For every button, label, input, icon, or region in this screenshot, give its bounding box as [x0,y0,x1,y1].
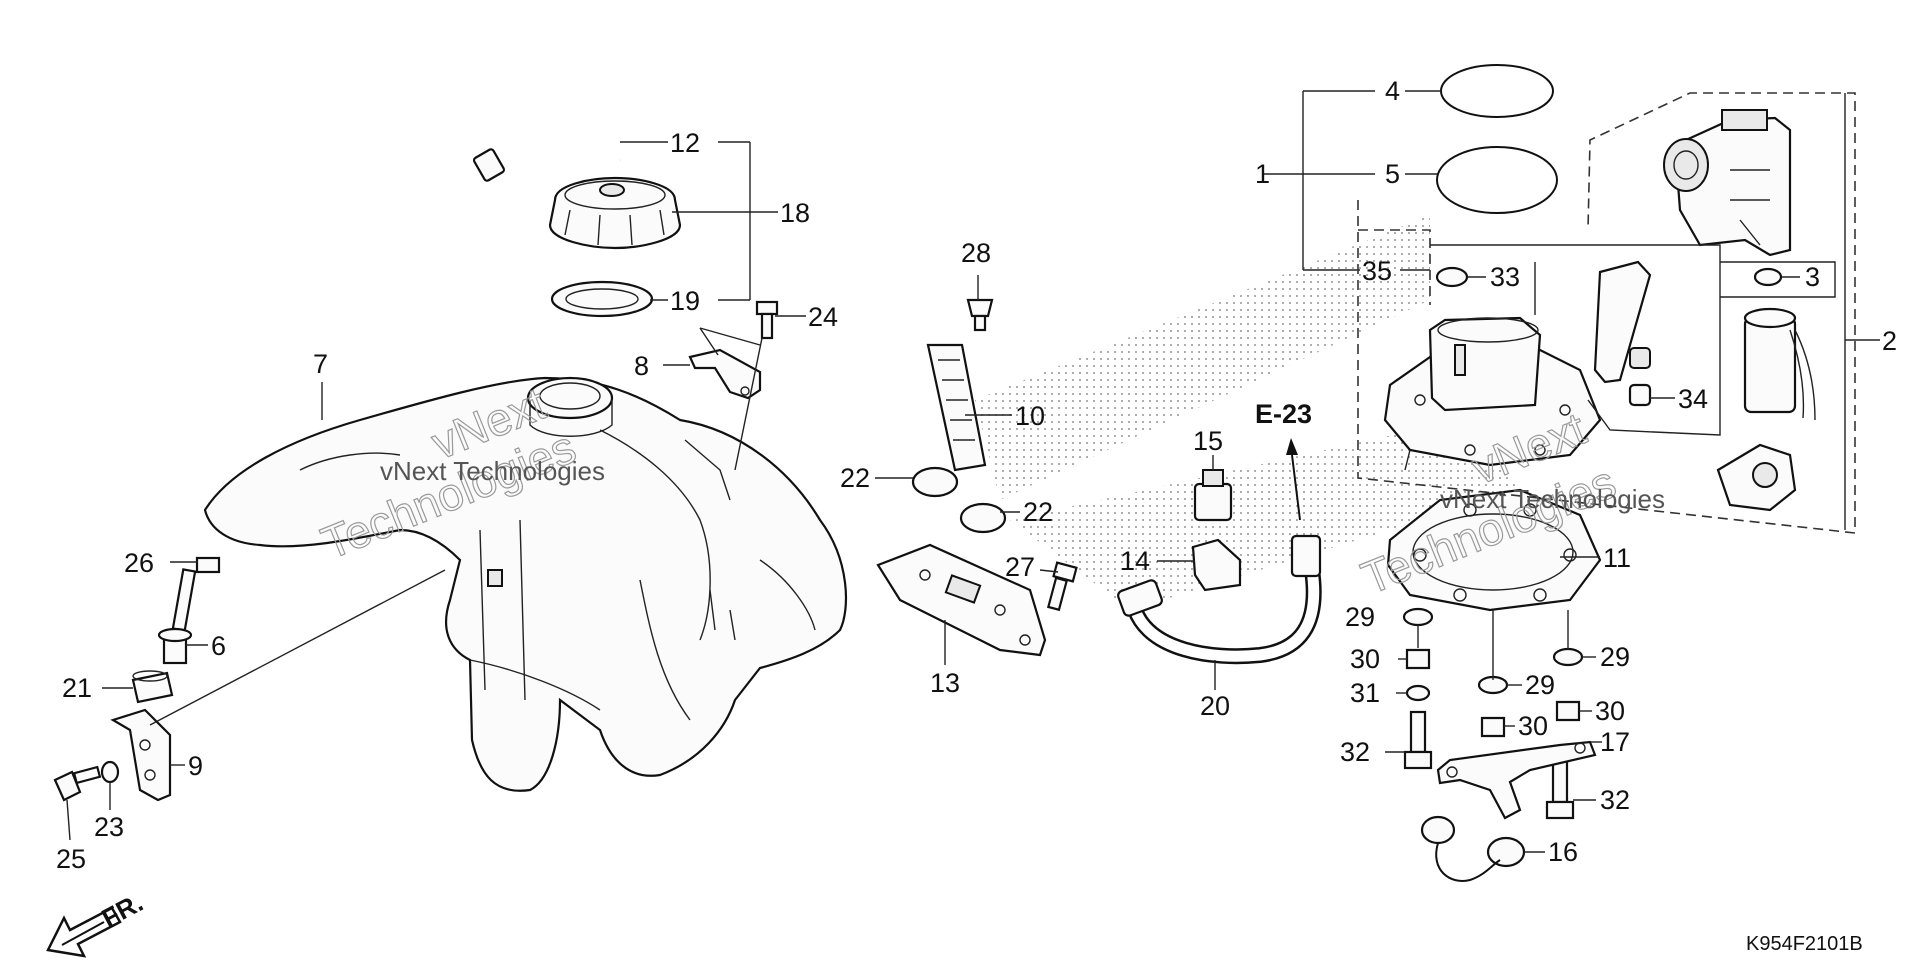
rubber-cap-lower [959,502,1007,534]
callout-4: 4 [1385,76,1400,106]
washer-29-left [1402,607,1434,627]
fuel-hose [1117,534,1322,665]
reference-label: E-23 [1255,399,1312,429]
callout-labels: 4 1 5 35 33 3 2 34 11 29 29 29 30 30 30 … [56,76,1897,874]
callout-18: 18 [780,198,810,228]
fuel-pump-unit [1663,109,1792,257]
callout-32-left: 32 [1340,737,1370,767]
mount-bracket-9 [110,708,172,802]
callout-5: 5 [1385,159,1400,189]
diagram-code: K954F2101B [1746,933,1863,955]
nut-30-right [1555,700,1581,722]
bolt-25 [53,765,102,802]
bolt-24 [755,300,779,340]
tank-bracket [688,348,762,400]
breather-tube [472,101,624,182]
tank-cover [876,543,1047,657]
seal-3 [1753,267,1783,287]
callout-32-right: 32 [1600,785,1630,815]
callout-13: 13 [930,668,960,698]
fuel-cap [548,176,682,250]
callout-10: 10 [1015,401,1045,431]
callout-8: 8 [634,351,649,381]
callout-22-lower: 22 [1023,497,1053,527]
callout-17: 17 [1600,727,1630,757]
dotted-connection-regions [975,215,1520,610]
bolt-27 [1046,561,1078,612]
callout-29-right: 29 [1600,642,1630,672]
pump-gasket [1386,488,1602,612]
callout-27: 27 [1005,552,1035,582]
retaining-strap [1420,815,1526,882]
callout-24: 24 [808,302,838,332]
callout-25: 25 [56,844,86,874]
washer-29-right [1552,647,1584,667]
watermark-caption-left: vNext Technologies [380,456,605,486]
rubber-cap-upper [911,466,959,498]
clip-15 [1193,469,1233,522]
washer-31 [1405,684,1431,702]
callout-30-right: 30 [1595,696,1625,726]
callout-20: 20 [1200,691,1230,721]
callout-15: 15 [1193,426,1223,456]
clip-28 [966,298,994,332]
callout-7: 7 [313,349,328,379]
bolt-26 [171,556,221,632]
nut-30-center [1480,716,1506,738]
callout-6: 6 [211,631,226,661]
callout-14: 14 [1120,546,1150,576]
callout-29-center: 29 [1525,670,1555,700]
pump-stay [1436,740,1597,820]
callout-9: 9 [188,751,203,781]
pump-assembly-outline [1357,92,1856,534]
callout-21: 21 [62,673,92,703]
fuel-tank [203,376,848,792]
callout-23: 23 [94,812,124,842]
bolt-32-left [1403,710,1433,770]
o-ring-4 [1440,64,1554,118]
o-ring-5 [1436,146,1558,214]
callout-34: 34 [1678,384,1708,414]
fuel-gauge-sender [1593,260,1652,384]
pump-base-plate [1383,316,1602,471]
callout-35: 35 [1362,256,1392,286]
pump-filter [1716,443,1797,512]
callout-12: 12 [670,128,700,158]
watermark-caption-right: vNext Technologies [1440,484,1665,514]
callout-29-left: 29 [1345,602,1375,632]
connector-34 [1628,383,1652,407]
callout-33: 33 [1490,262,1520,292]
nut-30-left [1405,648,1431,670]
callout-3: 3 [1805,262,1820,292]
callout-22-upper: 22 [840,463,870,493]
leader-lines [66,90,1880,853]
callout-1: 1 [1255,159,1270,189]
washer-23 [100,760,120,784]
rubber-mount-21 [131,670,174,704]
callout-11: 11 [1603,543,1631,573]
callout-2: 2 [1882,326,1897,356]
callout-30-left: 30 [1350,644,1380,674]
clip-14 [1191,538,1242,592]
callout-19: 19 [670,286,700,316]
seal-33 [1435,266,1469,288]
reference-arrow [1286,438,1301,521]
bolt-32-right [1545,758,1575,820]
callout-28: 28 [961,238,991,268]
callout-31: 31 [1350,678,1380,708]
tank-pad [926,343,987,472]
pump-motor [1743,307,1816,421]
front-direction-marker: FR. [46,887,148,958]
callout-26: 26 [124,548,154,578]
callout-30-center: 30 [1518,711,1548,741]
cap-gasket [550,280,654,318]
collar-6 [157,627,193,665]
callout-16: 16 [1548,837,1578,867]
